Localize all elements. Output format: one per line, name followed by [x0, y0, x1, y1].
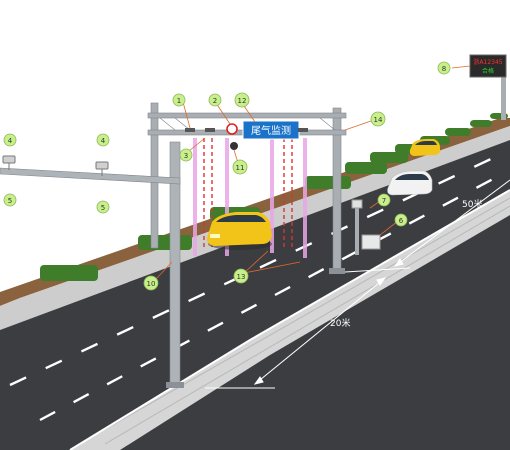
callout-3: 3: [179, 148, 193, 162]
lane-dash: [442, 196, 459, 207]
callout-11: 11: [232, 159, 248, 175]
lane-dash: [366, 208, 384, 219]
svg-text:2: 2: [213, 97, 217, 105]
svg-text:13: 13: [237, 273, 246, 281]
gantry-sensors: [185, 128, 308, 132]
lamp-icon: [230, 142, 238, 150]
lane-dash: [188, 292, 206, 303]
lane-dash: [308, 268, 325, 279]
side-road: [120, 215, 510, 450]
sidewalk-tiles: [89, 197, 510, 445]
svg-text:4: 4: [8, 137, 13, 145]
lane-dash: [45, 359, 63, 370]
vms-plate-text: 浙A12345: [473, 58, 502, 66]
svg-text:8: 8: [442, 65, 446, 73]
camera-icon: [2, 155, 109, 176]
pole-base: [166, 382, 184, 388]
lane-dash: [341, 250, 358, 261]
svg-text:12: 12: [238, 97, 247, 105]
gantry-sign-text: 尾气监测: [251, 124, 291, 137]
distance-20m-marker: [205, 277, 387, 389]
hedge: [40, 265, 98, 281]
hedge: [305, 176, 351, 189]
svg-text:5: 5: [101, 204, 105, 212]
lane-dash: [9, 376, 27, 387]
hedge: [370, 152, 408, 163]
svg-text:14: 14: [374, 116, 383, 124]
lane-dash: [274, 285, 291, 297]
detection-beams: [193, 138, 307, 258]
roadside-cabinet: [351, 199, 381, 255]
white-car: [387, 170, 433, 196]
callout-12: 12: [234, 92, 250, 108]
hedge: [345, 162, 387, 174]
callout-5-right: 5: [96, 200, 110, 214]
svg-text:4: 4: [101, 137, 106, 145]
lane-dash: [259, 258, 277, 269]
lane-dash: [207, 321, 224, 332]
lane-dash: [116, 326, 134, 336]
hedge: [470, 120, 492, 127]
callout-10: 10: [143, 275, 159, 291]
svg-text:1: 1: [177, 97, 181, 105]
callout-13: 13: [233, 268, 249, 284]
lane-dash: [438, 174, 456, 185]
lane-dash: [475, 178, 493, 189]
lane-markings: [9, 158, 493, 422]
hedge: [138, 235, 192, 250]
lane-dash: [408, 214, 425, 225]
lane-dash: [80, 342, 99, 353]
hedge: [445, 128, 471, 136]
distance-20m-label: 20米: [330, 317, 350, 329]
svg-text:10: 10: [147, 280, 156, 288]
callout-1: 1: [172, 93, 186, 107]
lane-dash: [39, 410, 56, 422]
callout-8: 8: [437, 61, 451, 75]
svg-text:5: 5: [8, 197, 12, 205]
lane-dash: [106, 375, 123, 386]
distance-50m-label: 50米: [462, 198, 482, 210]
callout-6: 6: [394, 213, 408, 227]
yellow-car-far: [409, 139, 440, 156]
svg-text:7: 7: [382, 197, 386, 205]
svg-text:11: 11: [236, 164, 245, 172]
vms-pole: [501, 55, 506, 120]
callout-4-right: 4: [96, 133, 110, 147]
gantry-post-base: [329, 268, 345, 274]
lane-dash: [152, 309, 170, 319]
callout-14: 14: [370, 111, 386, 127]
yellow-car-front: [206, 212, 272, 250]
callout-7: 7: [377, 193, 391, 207]
lane-dash: [240, 303, 258, 314]
road-surface: [0, 140, 510, 450]
callout-4-left: 4: [3, 133, 17, 147]
svg-text:3: 3: [184, 152, 188, 160]
lane-dash: [140, 357, 157, 368]
callout-5-left: 5: [3, 193, 17, 207]
svg-text:6: 6: [399, 217, 404, 225]
distance-50m-marker: [344, 179, 510, 273]
lane-dash: [73, 393, 90, 404]
callout-2: 2: [208, 93, 222, 107]
road-edge-line: [69, 189, 510, 450]
lane-dash: [473, 158, 491, 168]
speed-limit-sign: [226, 123, 238, 135]
vms-status-text: 合格: [482, 67, 494, 75]
